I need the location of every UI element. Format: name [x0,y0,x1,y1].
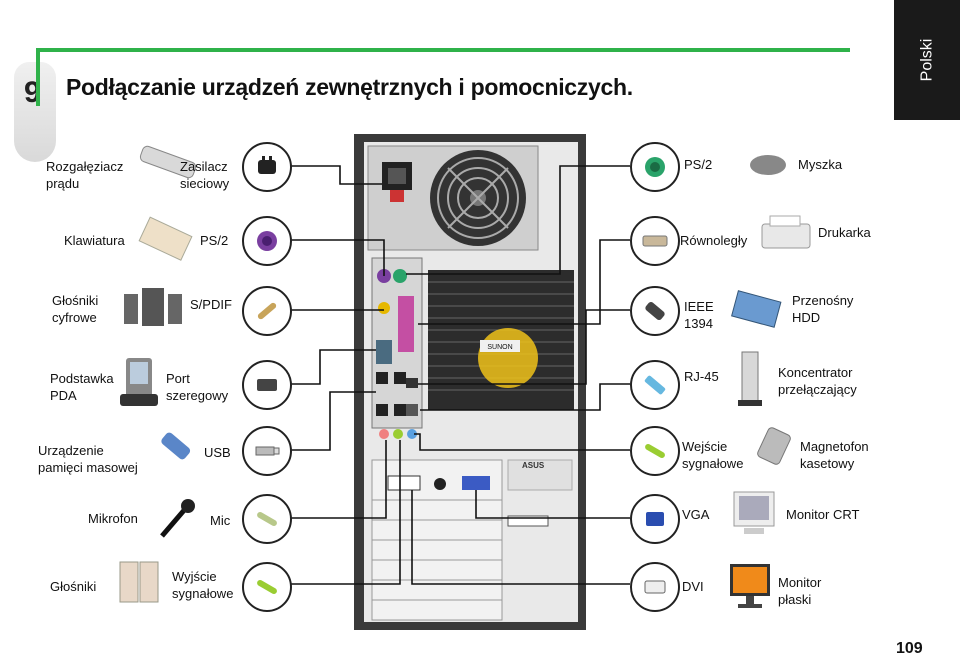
header-rule [36,48,850,52]
footprint-icon [14,62,56,162]
usb-storage-label: Urządzenie pamięci masowej [38,443,138,475]
page-title: Podłączanie urządzeń zewnętrznych i pomo… [66,74,633,100]
tv-out-port-icon [434,478,446,490]
header-rule-vertical [36,48,40,106]
printer-icon [761,215,811,249]
dvi-label: DVI [682,579,704,594]
spdif-plug-icon [242,286,292,336]
digital-speakers-label: Głośniki cyfrowe [52,293,99,325]
keyboard-label: Klawiatura [64,233,125,248]
cassette-player-label: Magnetofon kasetowy [800,439,869,471]
power-strip-label: Rozgałęziacz prądu [46,159,124,191]
voltage-switch-icon [390,190,404,202]
portable-hdd-label: Przenośny HDD [792,293,854,325]
ps2-mouse-plug-icon [630,142,680,192]
flat-monitor-label: Monitor płaski [778,575,822,607]
crt-monitor-icon [733,491,775,534]
usb-plug-icon [242,426,292,476]
keyboard-icon [138,216,193,261]
power-strip-icon [139,145,197,179]
dvi-plug-icon [630,562,680,612]
ps2-mouse-label: PS/2 [684,157,713,172]
audio-out-label: Wyjście sygnałowe [172,569,234,601]
crt-monitor-label: Monitor CRT [786,507,860,522]
vga-plug-icon [630,494,680,544]
audio-in-label: Wejście sygnałowe [682,439,744,471]
mouse-label: Myszka [798,157,843,172]
speakers-label: Głośniki [50,579,97,594]
rj45-port-icon [406,404,418,416]
serial-port-label: Port szeregowy [166,371,229,403]
usb-port-icon [376,372,388,384]
barcode-icon [507,515,549,527]
rj45-plug-icon [630,360,680,410]
ieee1394-label: IEEE 1394 [684,299,714,331]
firewire-port-icon [406,378,418,388]
usb-label: USB [204,445,231,460]
switching-hub-icon [738,351,762,406]
line-in-jack-icon [407,429,417,439]
firewire-plug-icon [630,286,680,336]
ps2-mouse-port-icon [393,269,407,283]
switching-hub-label: Koncentrator przełączający [778,365,857,397]
vga-label: VGA [682,507,710,522]
line-out-jack-icon [393,429,403,439]
audio-out-plug-icon [242,562,292,612]
dvi-port-icon [387,475,421,491]
pda-cradle-label: Podstawka PDA [50,371,114,403]
connection-lines [290,165,630,585]
portable-hdd-icon [731,290,782,328]
fan-brand-label: SUNON [487,344,512,351]
parallel-port-icon [398,296,414,352]
mic-plug-icon [242,494,292,544]
case-fan-icon [478,328,538,388]
cassette-player-icon [757,427,791,465]
page-number: 109 [896,640,923,657]
mic-jack-icon [379,429,389,439]
mouse-icon [750,155,786,175]
microphone-icon [160,499,195,538]
audio-in-plug-icon [630,426,680,476]
vga-port-icon [462,476,490,490]
serial-port-icon [376,340,392,364]
spdif-port-icon [378,302,390,314]
mic-label: Mic [210,513,231,528]
power-cord-label: Zasilacz sieciowy [180,159,230,191]
ps2-keyboard-label: PS/2 [200,233,229,248]
spdif-label: S/PDIF [190,297,232,312]
power-cord-connector-icon [242,142,292,192]
ps2-keyboard-plug-icon [242,216,292,266]
microphone-label: Mikrofon [88,511,138,526]
parallel-plug-icon [630,216,680,266]
brand-label: ASUS [522,461,545,470]
printer-label: Drukarka [818,225,871,240]
serial-plug-icon [242,360,292,410]
usb-storage-icon [161,432,191,460]
speakers-icon [119,561,159,603]
parallel-label: Równoległy [680,233,748,248]
pda-cradle-icon [120,358,158,406]
digital-speakers-icon [124,288,182,326]
flat-monitor-icon [730,564,770,608]
rj45-label: RJ-45 [684,369,719,384]
language-tab[interactable]: Polski [894,0,960,120]
